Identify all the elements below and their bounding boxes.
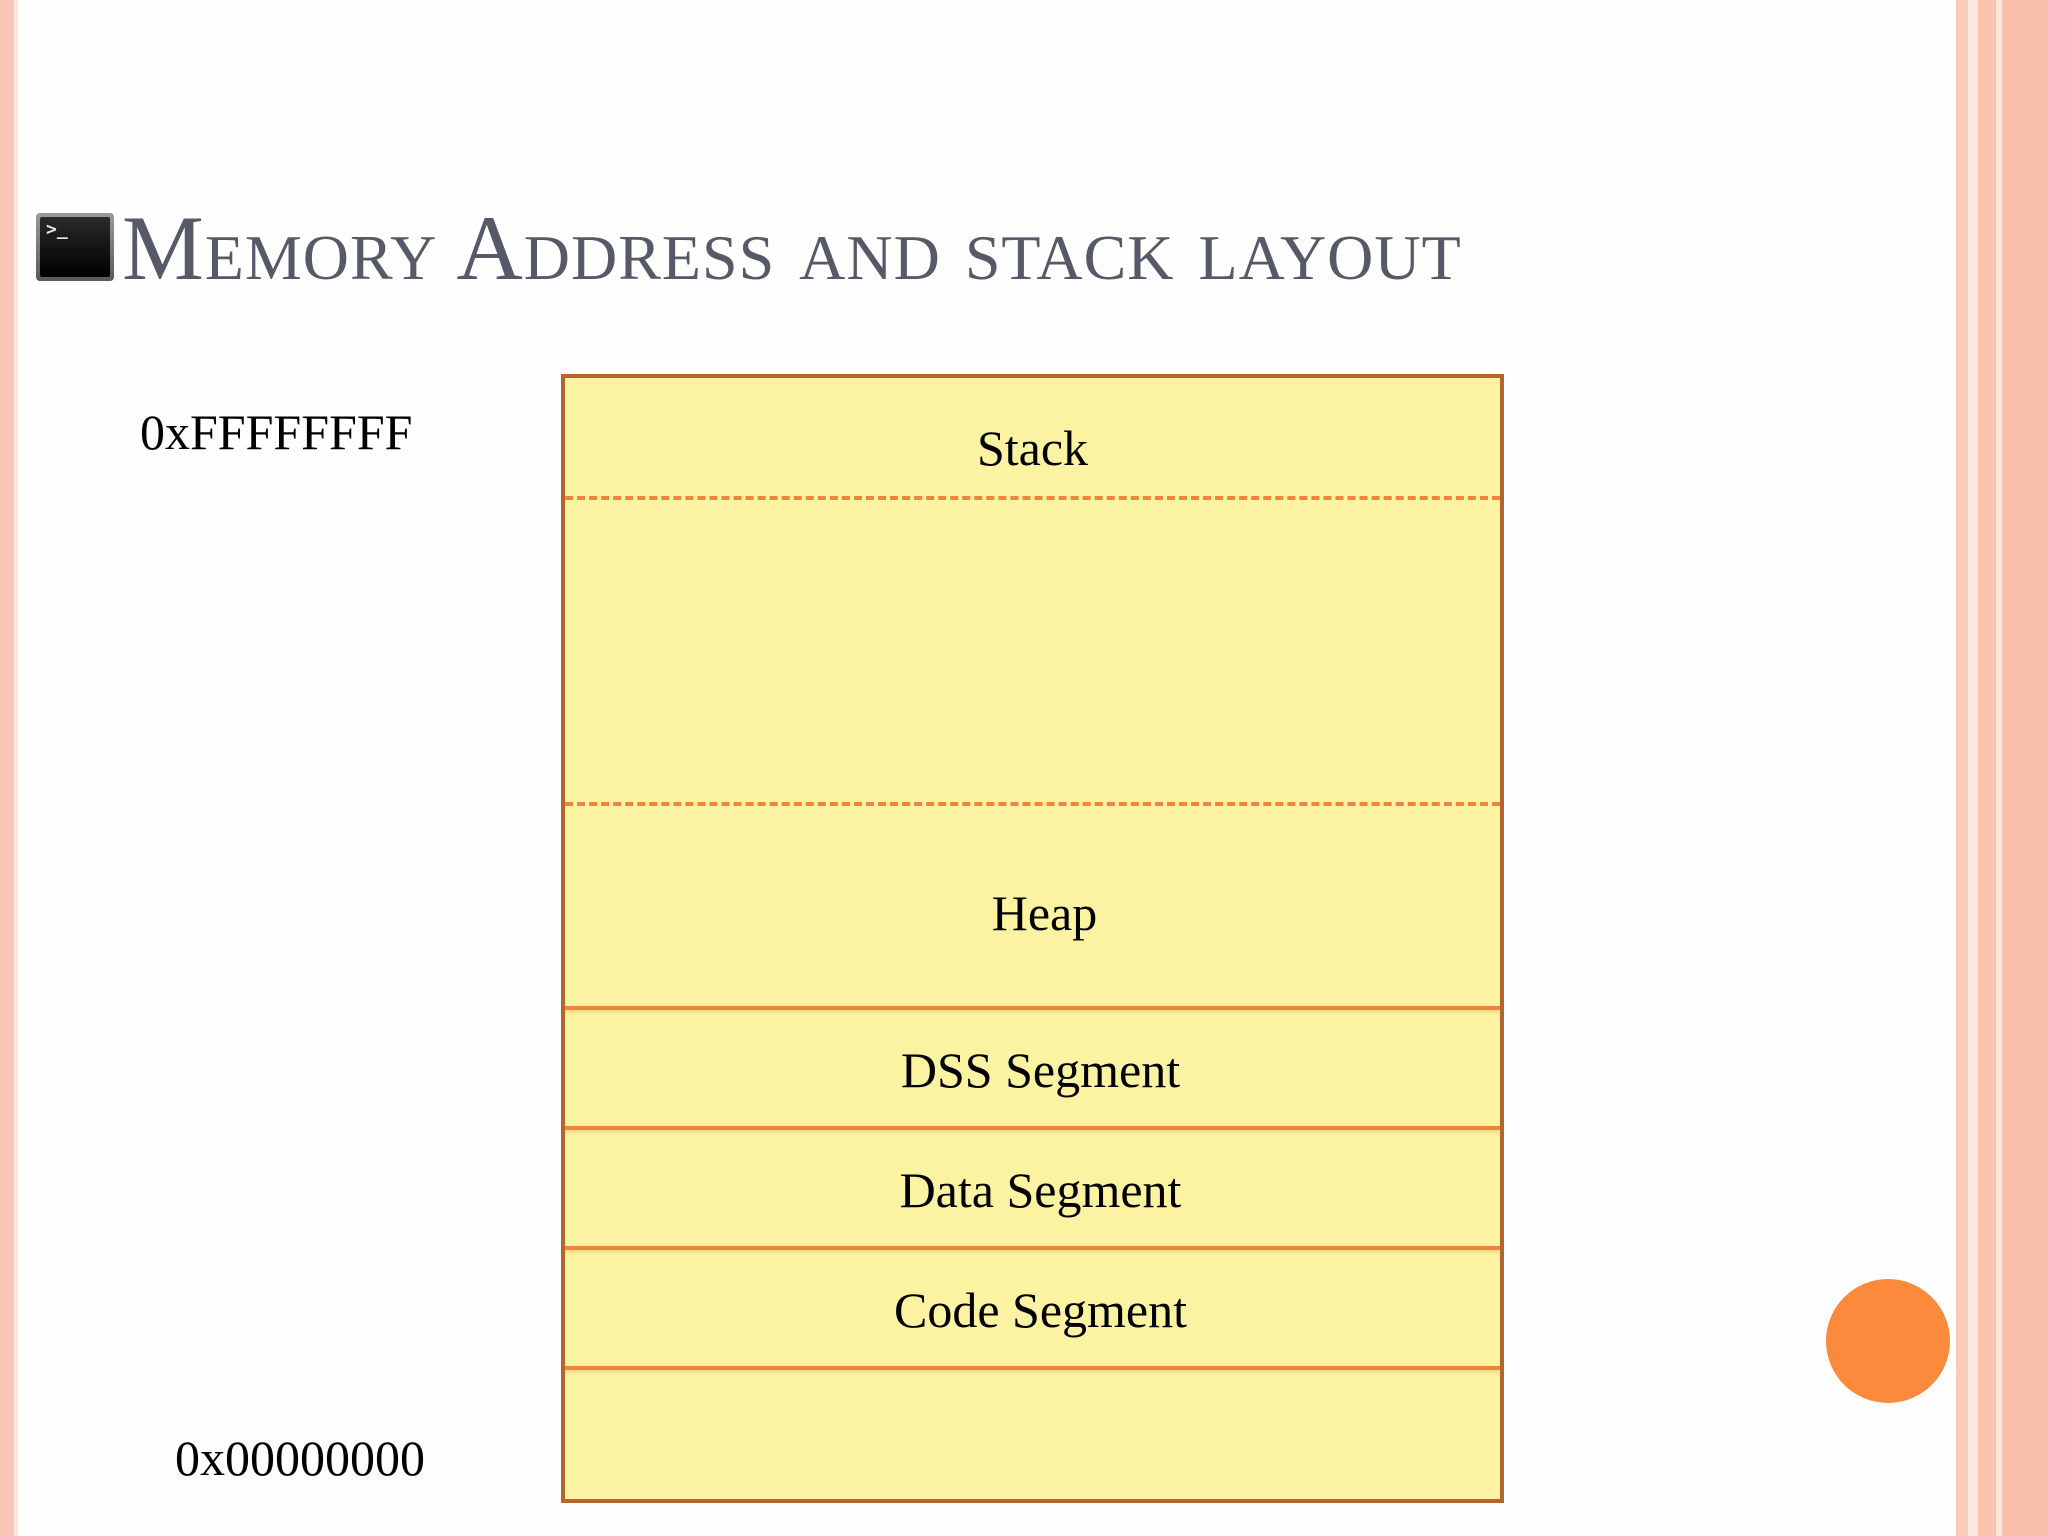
right-frame-stripe bbox=[1956, 0, 1968, 1536]
stack-boundary-dashed-line bbox=[565, 496, 1500, 500]
stack-segment: Stack bbox=[565, 378, 1500, 498]
code-segment: Code Segment bbox=[565, 1252, 1500, 1368]
segment-divider bbox=[565, 1366, 1500, 1370]
heap-boundary-dashed-line bbox=[565, 802, 1500, 806]
bottom-reserved-region bbox=[565, 1372, 1500, 1499]
terminal-icon: >_ bbox=[36, 213, 114, 281]
memory-layout-diagram: Stack Heap DSS Segment Data Segment Code… bbox=[561, 374, 1504, 1503]
stack-segment-label: Stack bbox=[976, 420, 1089, 476]
heap-segment-label: Heap bbox=[991, 885, 1098, 941]
right-frame-stripe bbox=[1996, 0, 2002, 1536]
heap-segment: Heap bbox=[565, 808, 1500, 1008]
free-space-region bbox=[565, 502, 1500, 804]
left-frame-border-inner bbox=[14, 0, 18, 1536]
right-frame-stripe bbox=[2002, 0, 2048, 1536]
segment-divider bbox=[565, 1006, 1500, 1010]
right-frame-stripe bbox=[1968, 0, 1978, 1536]
segment-divider bbox=[565, 1126, 1500, 1130]
slide-title: Memory Address and stack layout bbox=[122, 197, 1462, 299]
left-frame-border bbox=[0, 0, 14, 1536]
terminal-icon-screen: >_ bbox=[40, 217, 110, 277]
address-bottom-label: 0x00000000 bbox=[175, 1430, 425, 1486]
data-segment: Data Segment bbox=[565, 1132, 1500, 1248]
dss-segment: DSS Segment bbox=[565, 1012, 1500, 1128]
accent-dot bbox=[1826, 1279, 1950, 1403]
data-segment-label: Data Segment bbox=[899, 1162, 1182, 1218]
address-top-label: 0xFFFFFFFF bbox=[140, 404, 413, 460]
code-segment-label: Code Segment bbox=[893, 1282, 1188, 1338]
right-frame-stripe bbox=[1978, 0, 1996, 1536]
segment-divider bbox=[565, 1246, 1500, 1250]
terminal-prompt-glyph: >_ bbox=[46, 219, 68, 240]
dss-segment-label: DSS Segment bbox=[900, 1042, 1181, 1098]
